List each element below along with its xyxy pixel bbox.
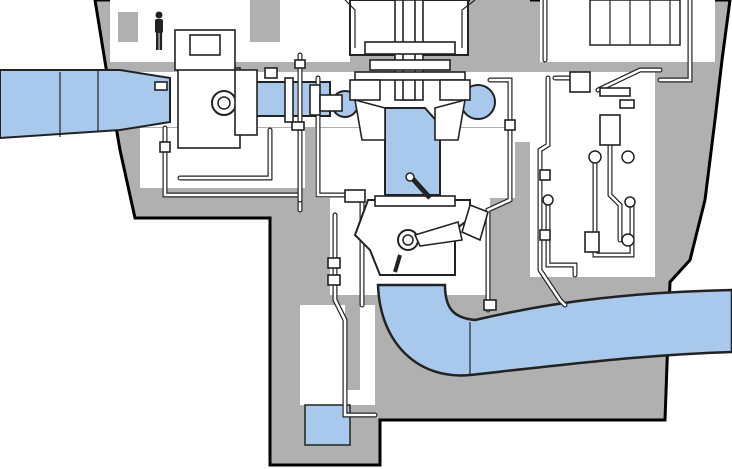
pipe-run	[595, 67, 663, 93]
pipe-run	[537, 75, 568, 308]
pipe-run	[177, 127, 273, 181]
auxiliary-equipment	[542, 71, 636, 253]
pipe-run	[315, 75, 348, 198]
pipe-run	[657, 0, 693, 83]
generator-assembly	[344, 0, 476, 141]
head-cover	[354, 71, 466, 81]
guide-vane-right	[434, 98, 467, 141]
pillar-block	[118, 12, 138, 42]
pipe-run	[607, 122, 623, 243]
thrust-bearing	[364, 41, 456, 55]
shaft-divider	[345, 300, 360, 390]
control-panel-cabinet	[589, 0, 681, 46]
sump-shaft	[300, 305, 375, 405]
crane-column-left	[250, 0, 280, 42]
human-figure-icon	[155, 11, 163, 50]
guide-vane-left	[353, 98, 386, 141]
valve-flange	[234, 69, 258, 136]
pipe-run	[332, 212, 378, 418]
filter-unit	[599, 114, 621, 146]
inlet-fittings	[284, 77, 343, 123]
pipe-run	[592, 157, 635, 258]
main-inlet-valve	[154, 29, 278, 149]
draft-tube-gate	[344, 172, 489, 276]
gate-lever	[413, 220, 463, 247]
crane-column-right	[470, 0, 530, 50]
pipe-run	[485, 77, 513, 313]
valve-fittings	[159, 59, 551, 311]
water-passages	[0, 69, 732, 446]
penstock	[0, 69, 171, 140]
draft-tube-outlet	[376, 283, 732, 377]
